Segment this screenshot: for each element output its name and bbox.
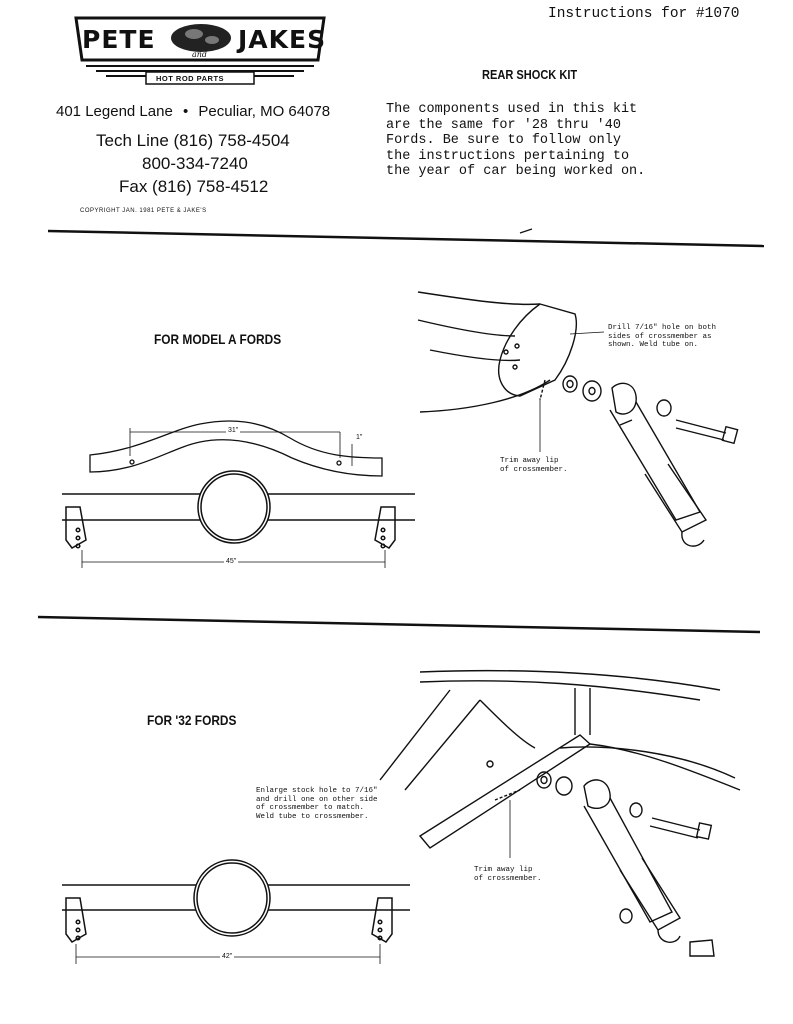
- model-a-axle-dimension: 45": [224, 558, 239, 565]
- model-a-drop-dimension: 1": [356, 434, 363, 441]
- model-a-title: FOR MODEL A FORDS: [154, 331, 282, 347]
- note-line: of crossmember to match.: [256, 804, 365, 812]
- note-line: Enlarge stock hole to 7/16": [256, 787, 378, 795]
- ford32-enlarge-note: Enlarge stock hole to 7/16" and drill on…: [256, 787, 378, 821]
- model-a-trim-note: Trim away lip of crossmember.: [500, 457, 568, 474]
- note-line: Drill 7/16" hole on both: [608, 324, 717, 332]
- logo-tagline: HOT ROD PARTS: [156, 74, 225, 83]
- ford32-shock-diagram: [379, 669, 741, 957]
- divider-top: [47, 229, 765, 248]
- note-line: Trim away lip: [500, 457, 559, 465]
- address-city: Peculiar, MO 64078: [198, 103, 331, 120]
- logo-frame-graphic: [74, 16, 326, 85]
- note-line: Weld tube to crossmember.: [256, 812, 369, 821]
- note-line: of crossmember.: [500, 465, 568, 474]
- tech-line: Tech Line (816) 758-4504: [96, 131, 290, 150]
- model-a-spring-dimension: 31": [226, 427, 241, 434]
- intro-line: Fords. Be sure to follow only: [386, 133, 621, 148]
- ford32-axle-diagram: [62, 859, 410, 964]
- note-line: shown. Weld tube on.: [608, 341, 699, 349]
- ford32-title: FOR '32 FORDS: [147, 712, 237, 728]
- model-a-drill-note: Drill 7/16" hole on both sides of crossm…: [608, 324, 716, 350]
- note-line: sides of crossmember as: [608, 332, 712, 341]
- kit-intro: The components used in this kit are the …: [386, 102, 645, 180]
- address-street: 401 Legend Lane: [56, 103, 173, 120]
- instructions-label: Instructions for #1070: [548, 6, 740, 22]
- note-line: and drill one on other side: [256, 795, 378, 804]
- ford32-trim-note: Trim away lip of crossmember.: [474, 866, 542, 883]
- logo-and-word: and: [192, 50, 208, 59]
- intro-line: are the same for '28 thru '40: [386, 117, 621, 133]
- intro-line: the year of car being worked on.: [386, 164, 646, 179]
- divider-middle: [37, 615, 761, 634]
- model-a-axle-diagram: [62, 470, 415, 568]
- ford32-axle-dimension: 42": [220, 953, 235, 960]
- intro-line: the instructions pertaining to: [386, 148, 630, 164]
- note-line: of crossmember.: [474, 874, 542, 883]
- model-a-shock-diagram: [417, 291, 739, 547]
- company-address: 401 Legend Lane • Peculiar, MO 64078: [56, 103, 330, 120]
- kit-title: REAR SHOCK KIT: [482, 67, 578, 82]
- company-logo: PETE JAKES and HOT ROD PARTS: [62, 10, 338, 90]
- fax-number: Fax (816) 758-4512: [119, 177, 269, 196]
- address-bullet: •: [182, 103, 189, 120]
- note-line: Trim away lip: [474, 866, 533, 874]
- logo-right-word: JAKES: [238, 25, 327, 54]
- copyright-notice: COPYRIGHT JAN. 1981 PETE & JAKE'S: [80, 208, 207, 214]
- intro-line: The components used in this kit: [386, 102, 638, 117]
- toll-free-number: 800-334-7240: [142, 154, 248, 173]
- logo-left-word: PETE: [82, 25, 156, 54]
